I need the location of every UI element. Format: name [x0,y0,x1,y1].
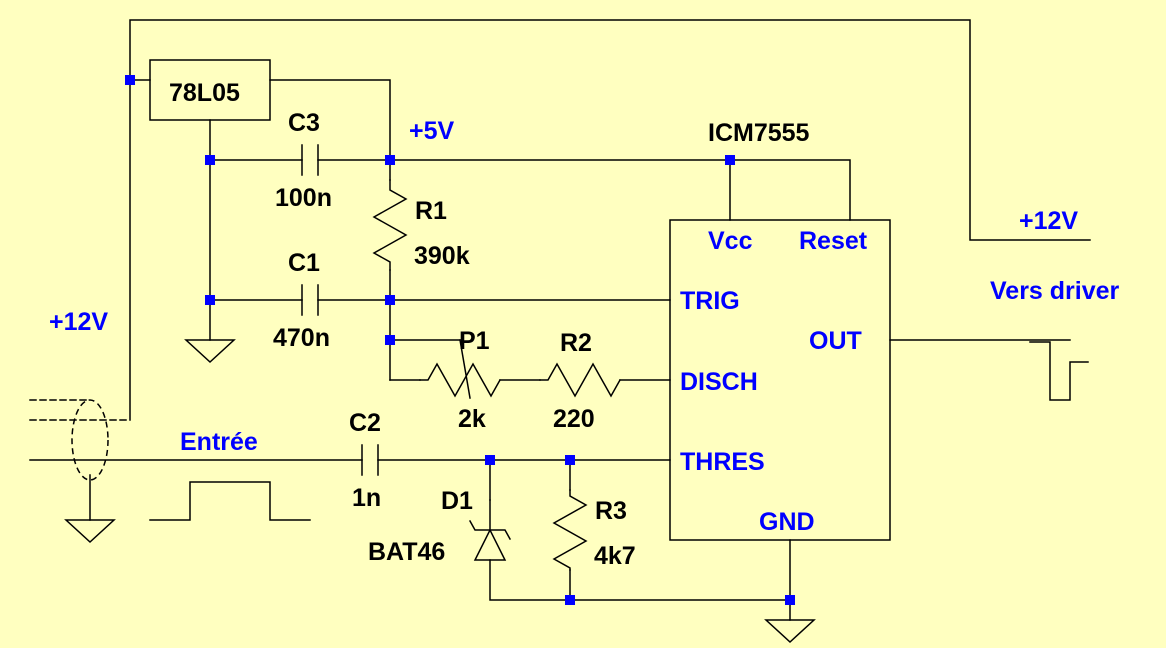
pin-disch-label: DISCH [680,368,758,396]
r2-value-label: 220 [553,405,595,433]
input-pulse-waveform [149,481,311,521]
r2-ref-label: R2 [560,329,592,357]
pin-out-label: OUT [809,327,862,355]
capacitor-c2 [361,444,379,476]
ground-symbol [64,519,116,544]
r1-value-label: 390k [414,242,470,270]
pin-trig-label: TRIG [680,287,740,315]
net-12v-right-label: +12V [1019,207,1078,235]
c3-value-label: 100n [275,184,332,212]
c1-ref-label: C1 [288,249,320,277]
c2-ref-label: C2 [349,409,381,437]
ic-label: ICM7555 [708,119,810,147]
net-input-label: Entrée [180,428,258,456]
resistor-r1 [372,179,408,271]
junction-dots [125,75,795,605]
resistor-r2 [539,362,622,398]
output-pulse-waveform [1029,341,1089,401]
pin-thres-label: THRES [680,448,765,476]
capacitor-c3 [301,144,319,176]
net-5v-label: +5V [409,117,455,145]
potentiometer-p1 [419,362,502,398]
p1-value-label: 2k [458,405,486,433]
potentiometer-wiper [459,339,471,399]
ground-symbol [184,339,236,364]
net-output-label: Vers driver [990,277,1120,305]
regulator-label: 78L05 [169,79,240,107]
pin-gnd-label: GND [759,508,815,536]
c1-value-label: 470n [273,324,330,352]
net-12v-left-label: +12V [49,308,108,336]
ground-symbol [764,619,816,644]
ic-icm7555 [669,219,891,541]
capacitor-c1 [301,284,319,316]
r3-value-label: 4k7 [594,542,636,570]
pin-vcc-label: Vcc [708,227,753,255]
r1-ref-label: R1 [415,197,447,225]
regulator-78l05 [149,59,271,121]
coax-connector [71,399,109,481]
p1-ref-label: P1 [459,327,490,355]
r3-ref-label: R3 [595,497,627,525]
c3-ref-label: C3 [288,109,320,137]
c2-value-label: 1n [352,484,381,512]
wires [29,19,1091,621]
pin-reset-label: Reset [799,227,868,255]
diode-d1 [468,499,512,561]
d1-ref-label: D1 [441,487,473,515]
resistor-r3 [552,489,588,571]
d1-value-label: BAT46 [368,538,445,566]
